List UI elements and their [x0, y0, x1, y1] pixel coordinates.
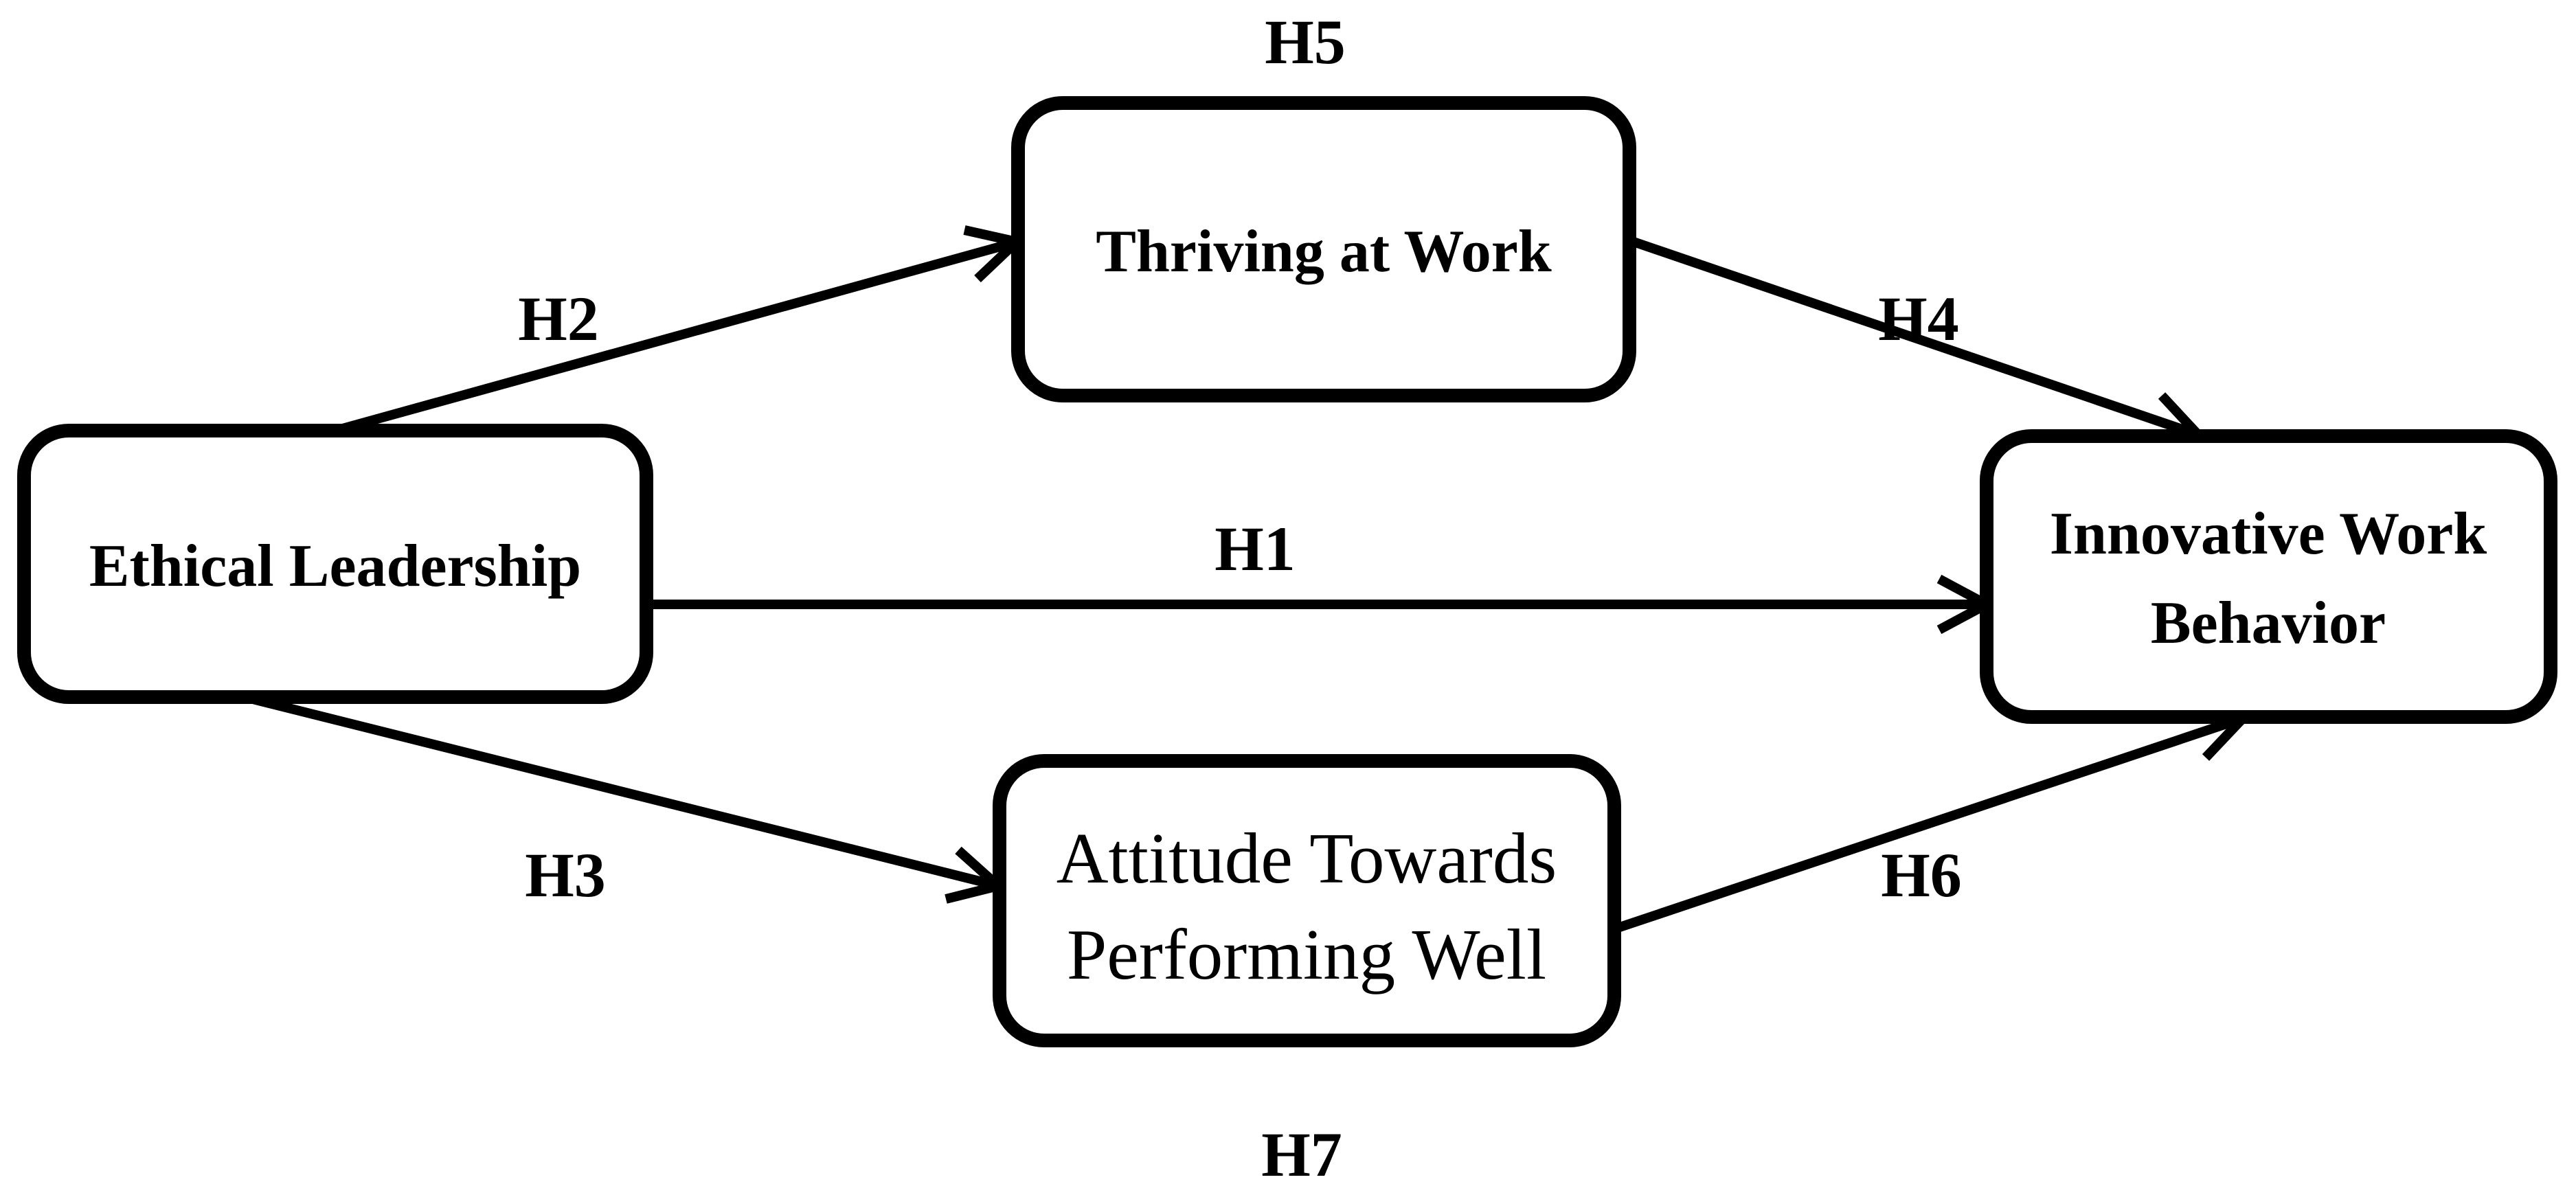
node-attitude-label-line2: Performing Well: [1067, 914, 1546, 994]
hypothesis-label-h7: H7: [1261, 1119, 1342, 1184]
node-ethical-leadership: Ethical Leadership: [17, 424, 653, 704]
arrow-h4-shaft: [1627, 236, 2198, 439]
arrow-h3-ethical-to-attitude: [246, 693, 1008, 904]
arrow-h6-shaft: [1614, 714, 2243, 933]
arrow-h2-shaft: [331, 238, 1017, 436]
node-attitude-towards-performing-well-box: [993, 754, 1621, 1047]
node-attitude-towards-performing-well: Attitude Towards Performing Well: [993, 754, 1621, 1047]
node-ethical-leadership-box: [17, 424, 653, 704]
node-innovative-work-behavior-label-line2: Behavior: [2151, 590, 2386, 657]
node-thriving-at-work: Thriving at Work: [1011, 96, 1636, 402]
node-ethical-leadership-label: Ethical Leadership: [89, 533, 581, 600]
hypothesis-label-h6: H6: [1881, 840, 1962, 910]
node-thriving-at-work-box: [1011, 96, 1636, 402]
hypothesis-label-h4: H4: [1878, 284, 1959, 354]
node-thriving-at-work-label: Thriving at Work: [1096, 218, 1551, 285]
node-attitude-label-line1: Attitude Towards: [1057, 818, 1557, 898]
arrow-h2-ethical-to-thriving: [331, 225, 1027, 436]
hypothesis-label-h2: H2: [518, 284, 599, 354]
node-innovative-work-behavior-box: [1980, 429, 2557, 724]
arrow-h1-ethical-to-innovative: [646, 574, 1997, 635]
hypothesis-label-h3: H3: [525, 840, 606, 910]
node-innovative-work-behavior: Innovative Work Behavior: [1980, 429, 2557, 724]
node-innovative-work-behavior-label-line1: Innovative Work: [2050, 501, 2487, 567]
hypothesis-label-h5: H5: [1265, 7, 1346, 77]
arrow-h3-shaft: [246, 693, 997, 890]
hypothesis-label-h1: H1: [1214, 514, 1296, 584]
